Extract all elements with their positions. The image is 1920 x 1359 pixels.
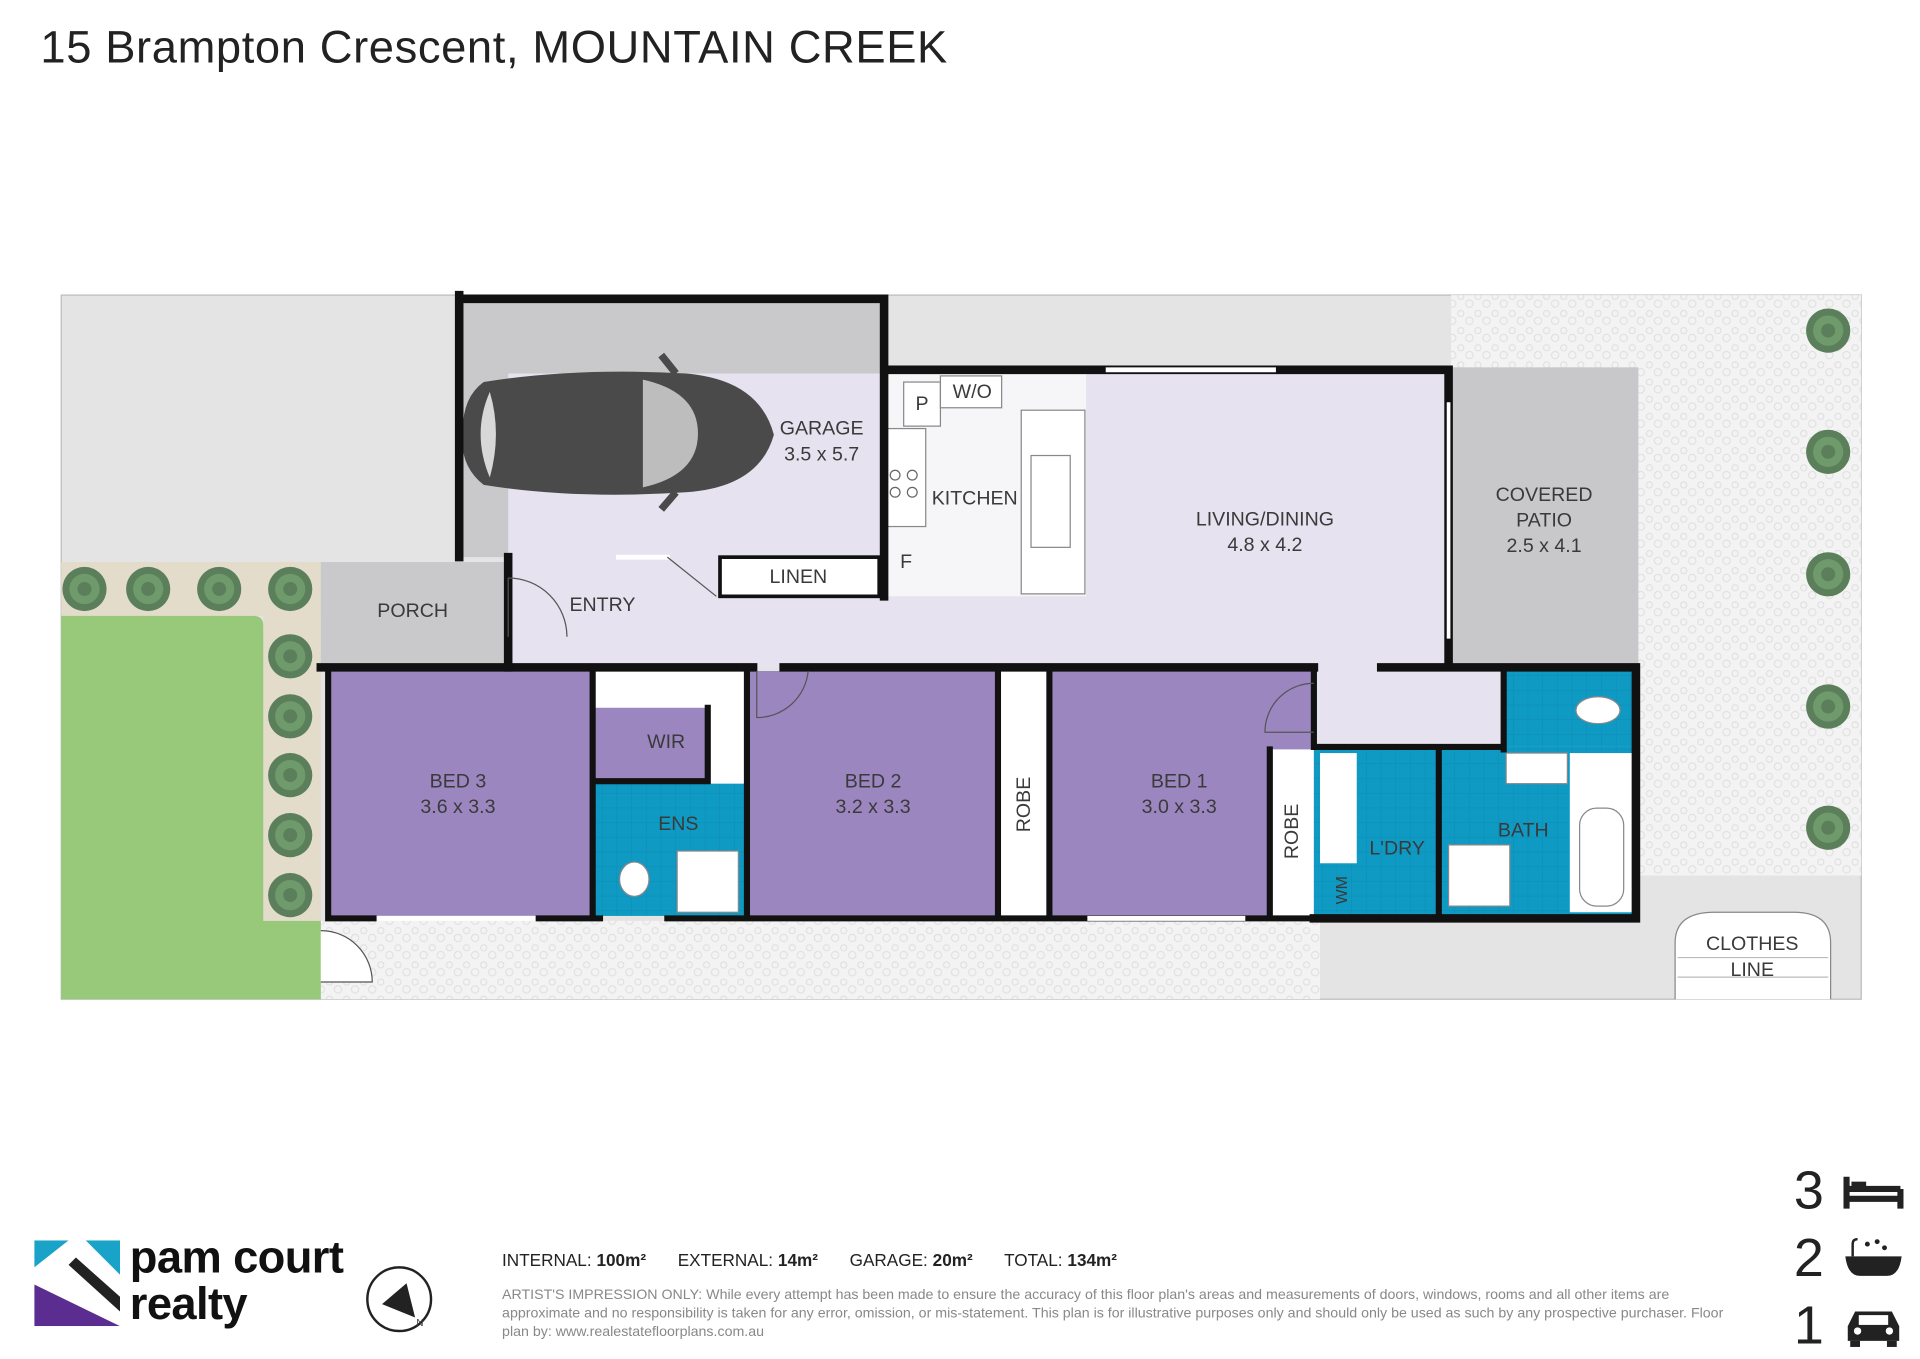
rooms-bed3-size-label: 3.6 x 3.3	[420, 796, 495, 818]
wir	[592, 707, 708, 782]
rooms-living-size-label: 4.8 x 4.2	[1227, 534, 1302, 556]
rooms-bed3-name-label: BED 3	[430, 770, 487, 792]
stats-garage-label: 20m²	[932, 1250, 973, 1270]
hedge-strip-v	[263, 562, 321, 921]
robe-1	[1269, 749, 1314, 916]
rooms-bed1-name-label: BED 1	[1151, 770, 1208, 792]
stats-external-label: 14m²	[777, 1250, 818, 1270]
rooms-patio-size-label: 2.5 x 4.1	[1507, 535, 1582, 557]
rooms-kitchen-name-label: KITCHEN	[932, 487, 1018, 509]
brand-line2-label: realty	[129, 1278, 248, 1329]
rooms-robe1-label: ROBE	[1281, 804, 1303, 859]
bed-2	[746, 671, 998, 916]
rooms-bed2-name-label: BED 2	[845, 770, 902, 792]
garage-label: GARAGE	[780, 418, 864, 440]
stats-garage_label-label: GARAGE:	[849, 1250, 928, 1270]
rooms-linen-label: LINEN	[770, 566, 828, 588]
rooms-wm-label: WM	[1334, 876, 1351, 904]
stats-total-label: 134m²	[1067, 1250, 1117, 1270]
rooms-wir-label: WIR	[647, 731, 685, 753]
rooms-garage-size-label: 3.5 x 5.7	[784, 443, 859, 465]
rooms-living-name-label: LIVING/DINING	[1196, 508, 1334, 530]
brand-logo	[34, 1240, 121, 1332]
feature-counts: 3 2 1	[1794, 1157, 1904, 1359]
stats-internal-label: 100m²	[596, 1250, 647, 1270]
area-stats: INTERNAL:100m² EXTERNAL:14m² GARAGE:20m²…	[502, 1250, 1144, 1270]
rooms-clothes_line-line1-label: CLOTHES	[1706, 933, 1798, 955]
bed-icon	[1843, 1176, 1904, 1208]
bedroom-count: 3	[1793, 1160, 1824, 1221]
bed-3	[328, 671, 593, 916]
rooms-laundry-label: L'DRY	[1369, 838, 1425, 860]
stats-internal_label-label: INTERNAL:	[502, 1250, 592, 1270]
gravel-bottom	[320, 920, 1321, 1000]
rooms-walk_in-label: W/O	[953, 381, 992, 403]
lawn	[61, 615, 321, 1000]
robe-2	[997, 671, 1050, 916]
disclaimer: ARTIST'S IMPRESSION ONLY: While every at…	[502, 1286, 1724, 1340]
rooms-fridge-label: F	[900, 551, 912, 573]
car-space-count: 1	[1793, 1294, 1824, 1355]
rooms-ens-label: ENS	[658, 813, 698, 835]
porch	[320, 562, 505, 668]
bathtub-icon	[1845, 1237, 1902, 1276]
brand-line1-label: pam court	[129, 1231, 344, 1283]
rooms-bed2-size-label: 3.2 x 3.3	[836, 796, 911, 818]
covered-patio	[1451, 367, 1639, 668]
car-icon	[462, 352, 774, 512]
rooms-bath-label: BATH	[1498, 819, 1549, 841]
rooms-bed1-size-label: 3.0 x 3.3	[1142, 796, 1217, 818]
bathroom-count: 2	[1793, 1227, 1824, 1288]
rooms-clothes_line-line2-label: LINE	[1730, 959, 1774, 981]
rooms-pantry-label: P	[916, 393, 929, 415]
rooms-porch-label: PORCH	[377, 600, 448, 622]
north-compass-icon: N	[366, 1266, 433, 1333]
clothes-line	[1674, 911, 1832, 1000]
stats-total_label-label: TOTAL:	[1004, 1250, 1063, 1270]
rooms-patio-name1-label: COVERED	[1496, 484, 1593, 506]
rooms-robe2-label: ROBE	[1013, 777, 1035, 832]
rooms-patio-name2-label: PATIO	[1516, 510, 1572, 532]
page-title: 15 Brampton Crescent, MOUNTAIN CREEK	[40, 22, 948, 73]
compass_label-label: N	[416, 1318, 423, 1329]
car-icon	[1847, 1310, 1900, 1347]
stats-external_label-label: EXTERNAL:	[677, 1250, 774, 1270]
rooms-entry-label: ENTRY	[569, 594, 635, 616]
walls	[316, 290, 1641, 923]
